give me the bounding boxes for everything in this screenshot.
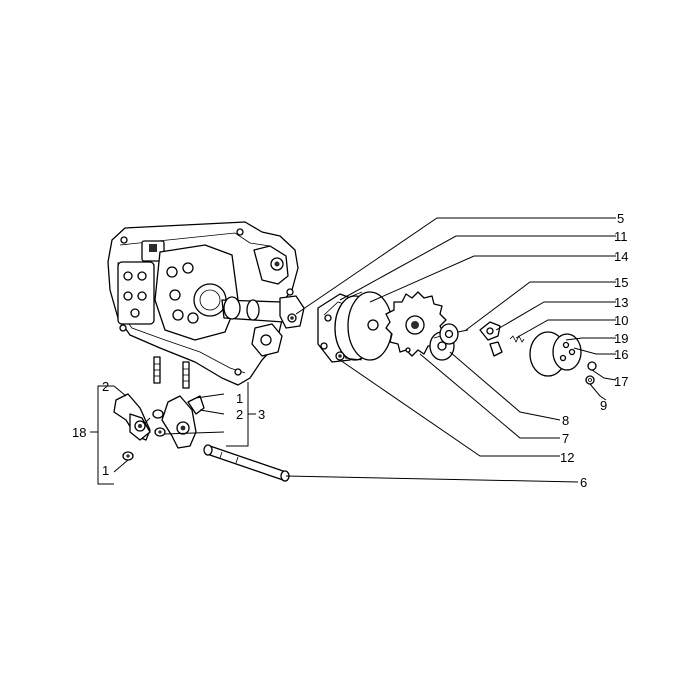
drum-flange	[334, 291, 393, 361]
callout-8: 8	[562, 413, 569, 428]
callout-3-sub-1: 1	[236, 391, 243, 406]
spring	[509, 335, 525, 343]
cylinder-head	[107, 221, 299, 386]
callout-19: 19	[614, 331, 628, 346]
rocker-arm-left	[113, 393, 151, 461]
centrifugal-weight	[529, 331, 582, 377]
callout-18: 18	[72, 425, 86, 440]
callout-7: 7	[562, 431, 569, 446]
callout-17: 17	[614, 374, 628, 389]
rocker-shaft	[203, 444, 290, 482]
callout-10: 10	[614, 313, 628, 328]
leader-lines	[90, 217, 617, 485]
callout-5: 5	[617, 211, 624, 226]
bolt-and-washer	[585, 361, 597, 385]
callout-18-sub-1: 1	[102, 463, 109, 478]
callout-6: 6	[580, 475, 587, 490]
callout-11: 11	[614, 229, 628, 244]
rocker-arm-right	[152, 395, 205, 449]
callout-16: 16	[614, 347, 628, 362]
camshaft	[221, 295, 305, 329]
decompressor-bracket	[479, 321, 503, 357]
callout-18-sub-2: 2	[102, 379, 109, 394]
washer-nut	[439, 323, 469, 345]
callout-9: 9	[600, 398, 607, 413]
cylinder-head-studs	[153, 356, 190, 389]
callout-15: 15	[614, 275, 628, 290]
callout-12: 12	[560, 450, 574, 465]
callout-3-sub-2: 2	[236, 407, 243, 422]
callout-3: 3	[258, 407, 265, 422]
callout-13: 13	[614, 295, 628, 310]
callout-14: 14	[614, 249, 628, 264]
callout-labels: 5 11 14 15 13 10 19 16 17 9 8 7 12 6 3 1…	[72, 211, 628, 490]
